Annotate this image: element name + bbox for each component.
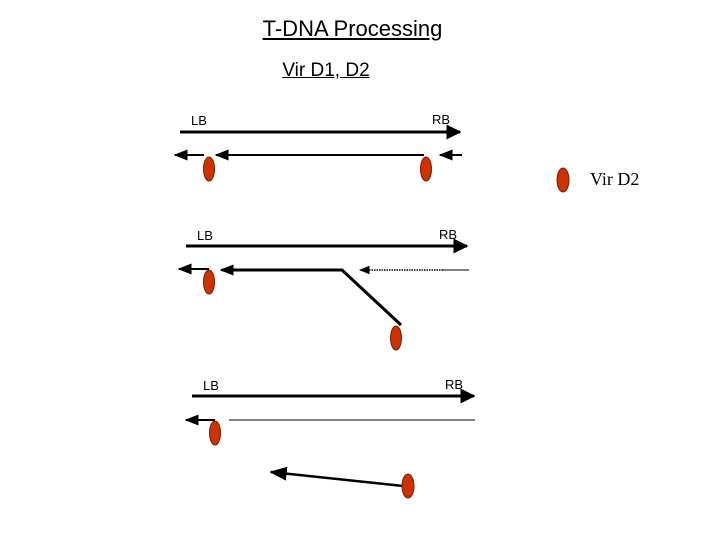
virD2-protein-lb xyxy=(209,420,221,446)
panel-1 xyxy=(173,124,462,182)
virD2-protein-lb xyxy=(203,269,215,295)
panel3-rb-label: RB xyxy=(445,377,464,392)
panel-2 xyxy=(177,238,469,351)
diagram-subtitle: Vir D1, D2 xyxy=(282,60,370,81)
diagram-title: T-DNA Processing xyxy=(262,16,443,41)
panel1-rb-label: RB xyxy=(432,112,451,127)
virD2-protein-tstrand xyxy=(401,473,415,499)
panel-3 xyxy=(184,388,476,499)
legend-label: Vir D2 xyxy=(590,169,640,189)
virD2-protein-lb xyxy=(203,156,215,182)
panel3-lb-label: LB xyxy=(203,378,219,393)
panel2-lb-label: LB xyxy=(197,228,213,243)
virD2-protein-tstrand xyxy=(390,325,402,351)
tstrand-peeling xyxy=(222,268,403,327)
legend-virD2-icon xyxy=(556,167,570,193)
panel2-rb-label: RB xyxy=(439,227,458,242)
panel1-lb-label: LB xyxy=(191,113,207,128)
released-tstrand-arrow xyxy=(269,466,404,488)
virD2-protein-rb xyxy=(420,156,432,182)
